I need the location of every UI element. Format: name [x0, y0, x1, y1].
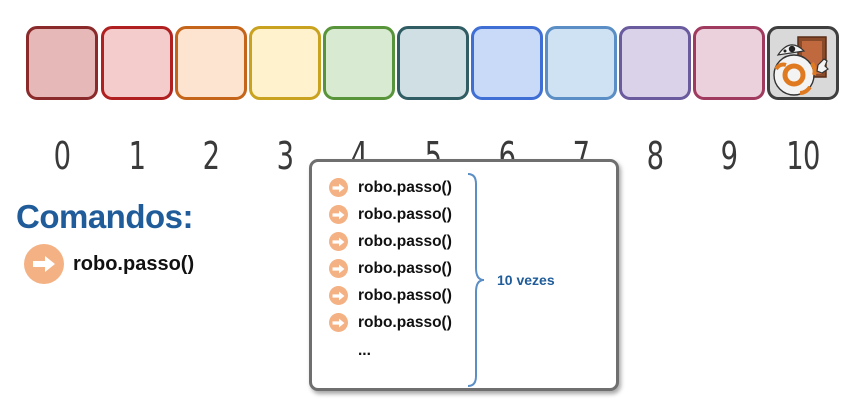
- track-cell-0: [26, 26, 98, 100]
- code-line: robo.passo(): [329, 313, 452, 332]
- track-cell-4: [323, 26, 395, 100]
- arrow-right-icon: [329, 232, 348, 251]
- track-number-8: 8: [646, 134, 664, 178]
- track-number-2: 2: [202, 134, 220, 178]
- code-line: robo.passo(): [329, 178, 452, 197]
- code-ellipsis: ...: [358, 342, 371, 359]
- arrow-right-icon: [329, 286, 348, 305]
- track-number-3: 3: [276, 134, 294, 178]
- robot-icon: [773, 36, 829, 96]
- arrow-right-icon: [24, 244, 64, 284]
- arrow-right-icon: [329, 259, 348, 278]
- track-cell-8: [619, 26, 691, 100]
- track-cell-5: [397, 26, 469, 100]
- code-line-text: robo.passo(): [358, 313, 452, 331]
- code-line: robo.passo(): [329, 286, 452, 305]
- track-cell-2: [175, 26, 247, 100]
- track-number-1: 1: [128, 134, 146, 178]
- command-label: robo.passo(): [73, 252, 195, 275]
- code-line-text: robo.passo(): [358, 205, 452, 223]
- number-track: 0 1 2 3 4 5 6 7 8 9 10: [26, 26, 846, 178]
- arrow-right-icon: [329, 178, 348, 197]
- track-cell-1: [101, 26, 173, 100]
- code-line: robo.passo(): [329, 205, 452, 224]
- track-cell-10: [767, 26, 839, 100]
- track-number-9: 9: [720, 134, 738, 178]
- code-line-text: robo.passo(): [358, 178, 452, 196]
- code-line-text: robo.passo(): [358, 232, 452, 250]
- arrow-right-icon: [329, 205, 348, 224]
- command-item: robo.passo(): [24, 244, 194, 284]
- code-line-text: robo.passo(): [358, 286, 452, 304]
- track-cell-3: [249, 26, 321, 100]
- track-number-10: 10: [786, 134, 820, 178]
- track-cell-6: [471, 26, 543, 100]
- arrow-right-icon: [329, 313, 348, 332]
- code-line: robo.passo(): [329, 259, 452, 278]
- right-brace: [467, 173, 485, 387]
- code-block: robo.passo() robo.passo() robo.passo() r…: [309, 159, 619, 391]
- track-number-0: 0: [53, 134, 71, 178]
- repeat-count-label: 10 vezes: [497, 272, 555, 288]
- code-line: robo.passo(): [329, 232, 452, 251]
- track-cell-7: [545, 26, 617, 100]
- track-cell-9: [693, 26, 765, 100]
- code-line-text: robo.passo(): [358, 259, 452, 277]
- commands-title: Comandos:: [16, 198, 194, 235]
